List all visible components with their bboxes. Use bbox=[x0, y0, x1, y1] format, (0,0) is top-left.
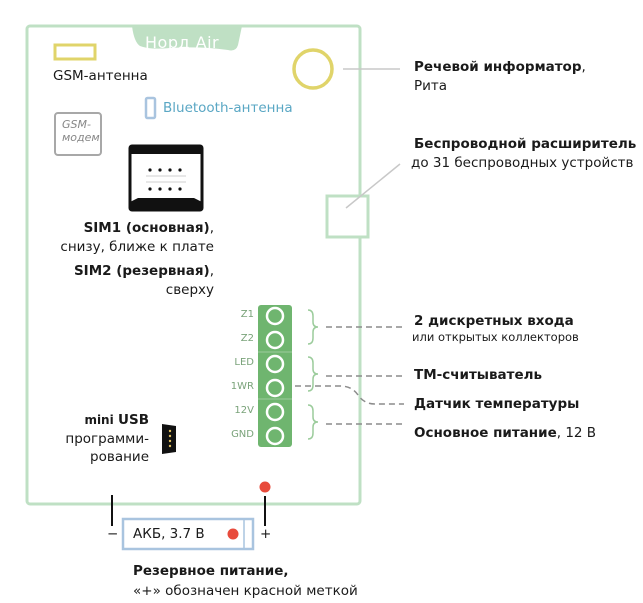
expander-desc: до 31 беспроводных устройств bbox=[411, 155, 634, 171]
backup-power-desc: «+» обозначен красной меткой bbox=[133, 583, 358, 599]
brace-inputs bbox=[307, 309, 319, 345]
terminal-pin-z2 bbox=[265, 330, 285, 350]
expander-title: Беспроводной расширитель bbox=[414, 136, 637, 152]
temp-sensor-label: Датчик температуры bbox=[414, 396, 580, 412]
usb-title: USB bbox=[118, 412, 149, 428]
terminal-label-1wr: 1WR bbox=[230, 381, 254, 392]
tm-reader-label: ТМ-считыватель bbox=[414, 367, 543, 383]
terminal-pin-1wr bbox=[265, 378, 285, 398]
backup-power-title: Резервное питание, bbox=[133, 563, 289, 579]
sim2-title: SIM2 (резервная) bbox=[73, 263, 210, 279]
usb-label: mini USB bbox=[84, 412, 149, 428]
inputs-desc: или открытых коллекторов bbox=[412, 330, 579, 344]
battery-label: АКБ, 3.7 В bbox=[133, 526, 205, 542]
sim-holder-icon bbox=[128, 144, 204, 212]
terminal-label-12v: 12V bbox=[234, 405, 254, 416]
bluetooth-antenna-icon bbox=[144, 96, 157, 120]
terminal-label-z1: Z1 bbox=[240, 309, 254, 320]
terminal-pin-led bbox=[265, 354, 285, 374]
speaker-title: Речевой информатор bbox=[414, 59, 582, 75]
speaker-desc: Рита bbox=[414, 78, 448, 94]
usb-mini: mini bbox=[84, 413, 114, 427]
power-desc: , 12 В bbox=[556, 425, 597, 441]
board-title: Норд Air bbox=[145, 33, 220, 52]
terminal-label-z2: Z2 bbox=[240, 333, 254, 344]
expander-leader-line bbox=[345, 163, 401, 209]
usb-desc-line2: рование bbox=[90, 449, 149, 465]
speaker-callout: Речевой информатор, bbox=[414, 59, 586, 75]
brace-tm-temp bbox=[307, 356, 319, 392]
power-callout: Основное питание, 12 В bbox=[414, 425, 596, 441]
terminal-label-gnd: GND bbox=[231, 429, 254, 440]
sim2-desc: сверху bbox=[165, 282, 214, 298]
speaker-icon bbox=[292, 48, 334, 90]
terminal-pin-z1 bbox=[265, 306, 285, 326]
brace-power bbox=[307, 404, 319, 440]
sim1-desc: снизу, ближе к плате bbox=[60, 239, 214, 255]
temp-leader-line bbox=[295, 385, 404, 405]
usb-desc-line1: программи- bbox=[65, 431, 149, 447]
board-red-mark bbox=[259, 481, 271, 493]
power-title: Основное питание bbox=[414, 425, 557, 441]
speaker-suffix: , bbox=[581, 59, 586, 75]
terminal-block bbox=[258, 305, 292, 447]
sim1-title: SIM1 (основная) bbox=[83, 220, 210, 236]
gsm-modem-label: GSM- модем bbox=[62, 118, 100, 144]
gsm-antenna-icon bbox=[53, 43, 97, 61]
sim1-label: SIM1 (основная), bbox=[84, 220, 214, 236]
inputs-title: 2 дискретных входа bbox=[414, 313, 574, 329]
board-title-tab bbox=[132, 26, 242, 51]
gsm-modem-box bbox=[54, 112, 102, 156]
sim1-suffix: , bbox=[209, 220, 214, 236]
battery-minus-sign: − bbox=[107, 526, 119, 542]
terminal-pin-12v bbox=[265, 402, 285, 422]
gsm-modem-line2: модем bbox=[62, 130, 100, 144]
battery-plus-sign: + bbox=[260, 526, 272, 542]
sim2-label: SIM2 (резервная), bbox=[74, 263, 214, 279]
battery-red-mark bbox=[227, 528, 239, 540]
terminal-label-led: LED bbox=[234, 357, 254, 368]
sim2-suffix: , bbox=[209, 263, 214, 279]
bluetooth-antenna-label: Bluetooth-антенна bbox=[163, 100, 293, 116]
wireless-expander-box bbox=[325, 194, 370, 239]
gsm-antenna-label: GSM-антенна bbox=[53, 68, 148, 84]
gsm-modem-line1: GSM- bbox=[62, 118, 91, 131]
mini-usb-icon bbox=[162, 424, 176, 454]
terminal-pin-gnd bbox=[265, 426, 285, 446]
